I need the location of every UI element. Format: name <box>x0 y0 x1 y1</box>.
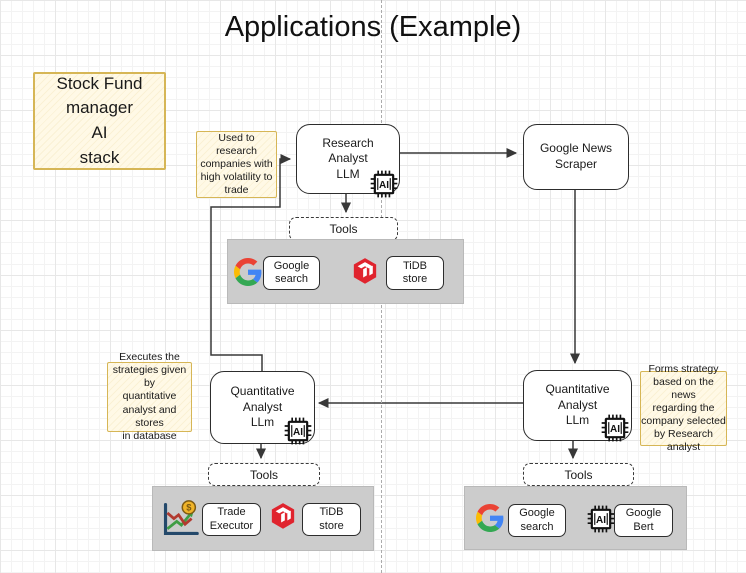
tools-header-bottom-right-label: Tools <box>564 467 593 482</box>
note-used-to-research[interactable]: Used to research companies with high vol… <box>196 131 277 198</box>
tools-header-bottom-left[interactable]: Tools <box>208 463 320 486</box>
page-title: Applications (Example) <box>224 11 522 43</box>
tools-header-bottom-left-label: Tools <box>249 467 278 482</box>
node-research-analyst-llm[interactable]: Research Analyst LLM <box>296 124 400 194</box>
google-logo-icon <box>476 504 504 532</box>
tools-header-top-label: Tools <box>329 222 358 236</box>
node-google-news-scraper-label: Google News Scraper <box>539 141 613 171</box>
tool-google-search-top[interactable]: Google search <box>263 256 320 290</box>
stock-chart-icon <box>159 499 200 540</box>
tools-header-top[interactable]: Tools <box>289 217 398 241</box>
note-forms-strategy[interactable]: Forms strategy based on the news regardi… <box>640 362 727 454</box>
node-quantitative-analyst-llm-right[interactable]: Quantitative Analyst LLm <box>523 370 632 441</box>
node-quantitative-analyst-llm-left[interactable]: Quantitative Analyst LLm <box>210 371 315 444</box>
node-google-news-scraper[interactable]: Google News Scraper <box>523 124 629 190</box>
ai-chip-icon <box>283 416 313 446</box>
note-stock-fund-stack[interactable]: Stock Fund manager AI stack <box>33 72 166 170</box>
tool-google-search-bottom[interactable]: Google search <box>508 504 566 537</box>
tidb-logo-icon <box>270 502 296 531</box>
tool-google-bert[interactable]: Google Bert <box>614 504 673 537</box>
node-research-analyst-llm-label: Research Analyst LLM <box>322 135 374 181</box>
tidb-logo-icon <box>352 257 378 286</box>
ai-chip-icon <box>600 413 630 443</box>
google-logo-icon <box>234 258 262 286</box>
note-executes-strategies[interactable]: Executes the strategies given by quantit… <box>107 351 192 442</box>
node-quant-right-label: Quantitative Analyst LLm <box>545 382 610 428</box>
tool-tidb-store-top[interactable]: TiDB store <box>386 256 444 290</box>
tool-tidb-store-bottom[interactable]: TiDB store <box>302 503 361 536</box>
tool-trade-executor[interactable]: Trade Executor <box>202 503 261 536</box>
ai-chip-icon <box>369 169 399 199</box>
node-quant-left-label: Quantitative Analyst LLm <box>230 384 295 430</box>
ai-chip-icon <box>586 504 616 534</box>
tools-header-bottom-right[interactable]: Tools <box>523 463 634 486</box>
